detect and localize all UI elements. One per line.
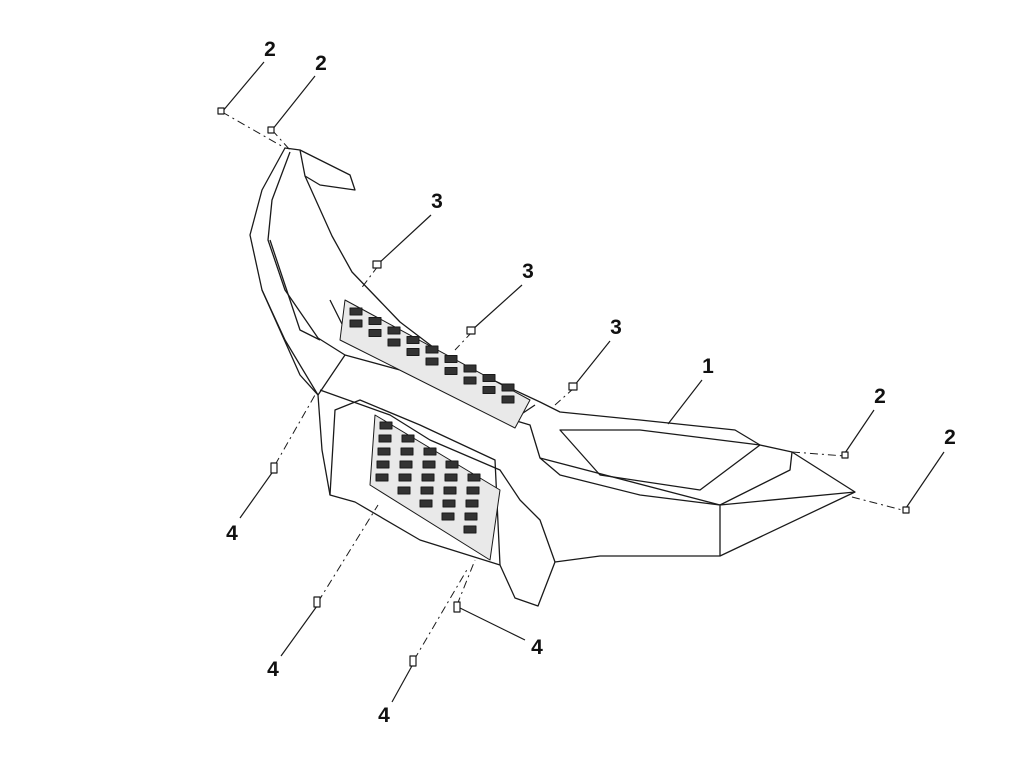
clip-nut-icon (568, 382, 578, 391)
grille-slat (425, 357, 439, 366)
grille-slat (387, 338, 401, 347)
grille-slat (463, 525, 477, 534)
grille-slat (397, 486, 411, 495)
grille-slat (467, 473, 481, 482)
clip-nut-icon (372, 260, 382, 269)
grille-slat (444, 355, 458, 363)
callout-label: 4 (226, 522, 238, 545)
grille-slat (379, 421, 393, 430)
grille-slat (419, 499, 433, 508)
screw-icon (841, 451, 849, 459)
grille-slat (368, 317, 382, 325)
lower-grille (369, 414, 501, 561)
upper-grille (339, 299, 531, 429)
grille-slat (398, 473, 412, 482)
grille-slat (482, 386, 496, 394)
callout-label: 2 (874, 385, 886, 408)
grille-slat (420, 486, 434, 495)
grille-slat (422, 460, 436, 469)
grille-slat (464, 512, 478, 521)
callout-label: 3 (610, 316, 622, 339)
grille-slat (463, 376, 477, 385)
leader-lines (221, 61, 945, 703)
grille-slat (421, 473, 435, 482)
callout-label: 2 (264, 38, 276, 61)
callout-label: 3 (522, 260, 534, 283)
grille-slat (399, 460, 413, 469)
grille-slat (423, 447, 437, 456)
grille-slat (442, 499, 456, 508)
dashed-assembly-lines (221, 111, 907, 661)
bumper-part-1 (249, 147, 856, 607)
fasteners (217, 107, 910, 667)
grille-slat (441, 512, 455, 521)
grille-slat (406, 336, 420, 344)
grille-slat (400, 447, 414, 456)
clip-nut-icon (466, 326, 476, 335)
grille-slat (463, 364, 477, 373)
grille-slat (501, 395, 515, 404)
grille-slat (465, 499, 479, 508)
bolt-icon (409, 655, 417, 667)
grille-slat (482, 374, 496, 382)
grille-slat (445, 460, 459, 469)
bolt-icon (270, 462, 278, 474)
grille-slat (376, 460, 390, 469)
grille-slat (349, 307, 363, 316)
grille-slat (377, 447, 391, 456)
grille-slat (466, 486, 480, 495)
grille-slat (378, 434, 392, 443)
callout-label: 2 (944, 426, 956, 449)
screw-icon (902, 506, 910, 514)
screw-icon (267, 126, 275, 134)
grille-slat (387, 326, 401, 335)
grille-slat (401, 434, 415, 443)
bolt-icon (313, 596, 321, 608)
bolt-icon (453, 601, 461, 613)
grille-slat (444, 473, 458, 482)
callout-label: 1 (702, 355, 714, 378)
grille-slat (349, 319, 363, 328)
callout-label: 3 (431, 190, 443, 213)
grille-slat (443, 486, 457, 495)
grille-slat (368, 329, 382, 337)
grille-slat (375, 473, 389, 482)
callout-label: 4 (267, 658, 279, 681)
grille-slat (444, 367, 458, 375)
grille-slat (406, 348, 420, 356)
callout-label: 4 (531, 636, 543, 659)
callout-label: 2 (315, 52, 327, 75)
grille-slat (425, 345, 439, 354)
grille-slat (501, 383, 515, 392)
callout-label: 4 (378, 704, 390, 727)
screw-icon (217, 107, 225, 115)
